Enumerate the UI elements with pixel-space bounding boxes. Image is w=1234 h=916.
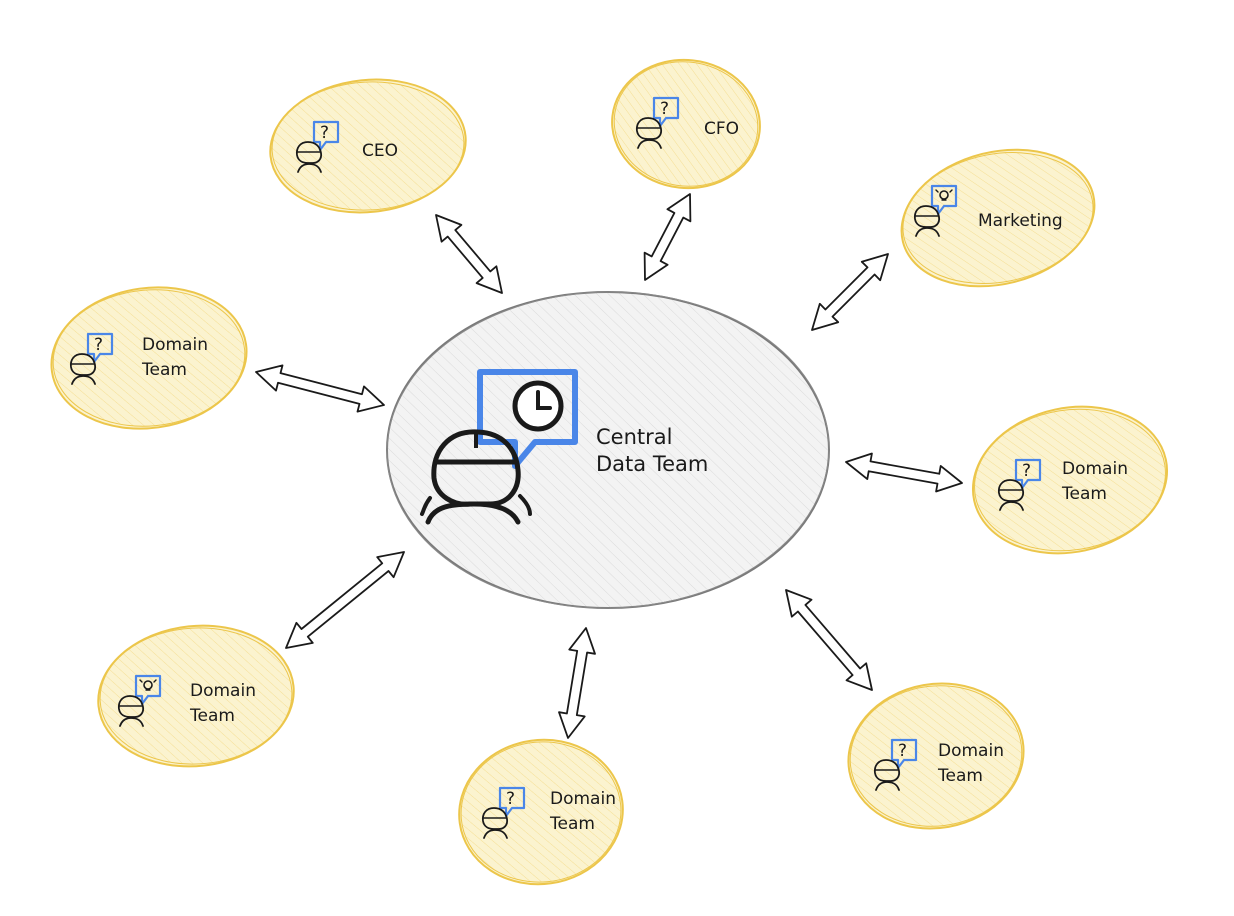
- stakeholder-label-line-1: CEO: [362, 141, 398, 161]
- stakeholder-label: CFO: [704, 119, 739, 139]
- arrows-layer: [255, 193, 963, 739]
- stakeholder-label-line-1: Domain: [190, 681, 256, 701]
- svg-text:?: ?: [898, 741, 907, 761]
- stakeholder-ellipse-hatch: [460, 741, 622, 883]
- central-data-team-node: Central Data Team: [386, 291, 830, 609]
- stakeholder-label-line-2: Team: [937, 766, 983, 786]
- person-clock-speech-icon: [420, 369, 578, 525]
- svg-text:?: ?: [660, 99, 669, 119]
- svg-text:?: ?: [1022, 461, 1031, 481]
- person-lightbulb-speech-icon: [913, 184, 958, 237]
- stakeholder-node-ceo: ? CEO: [269, 78, 467, 214]
- stakeholder-label-line-2: Team: [189, 706, 235, 726]
- double-arrow-icon: [255, 364, 385, 413]
- double-arrow-icon: [558, 627, 596, 739]
- stakeholder-ellipse-hatch: [99, 627, 293, 765]
- stakeholder-label-line-2: Team: [549, 814, 595, 834]
- stakeholder-label: Marketing: [978, 211, 1063, 231]
- double-arrow-icon: [811, 253, 889, 331]
- double-arrow-icon: [845, 452, 963, 493]
- central-label-line-2: Data Team: [596, 452, 708, 476]
- stakeholder-ellipse-hatch: [52, 289, 246, 427]
- stakeholder-label-line-1: Domain: [938, 741, 1004, 761]
- double-arrow-icon: [285, 551, 405, 649]
- stakeholder-node-cfo: ? CFO: [611, 58, 761, 190]
- person-question-speech-icon: ?: [69, 332, 114, 385]
- double-arrow-icon: [643, 193, 692, 281]
- stakeholder-ellipse-hatch: [613, 61, 759, 187]
- central-label-line-1: Central: [596, 425, 672, 449]
- stakeholder-label-line-1: Domain: [142, 335, 208, 355]
- person-question-speech-icon: ?: [997, 458, 1042, 511]
- svg-text:?: ?: [506, 789, 515, 809]
- central-label: Central Data Team: [596, 425, 708, 476]
- stakeholder-label: CEO: [362, 141, 398, 161]
- stakeholder-ellipse-hatch: [271, 81, 465, 211]
- central-ellipse-hatch: [386, 291, 830, 609]
- stakeholder-node-marketing: Marketing: [900, 148, 1096, 288]
- person-question-speech-icon: ?: [873, 738, 918, 791]
- stakeholder-label-line-2: Team: [141, 360, 187, 380]
- person-question-speech-icon: ?: [481, 786, 526, 839]
- person-question-speech-icon: ?: [635, 96, 680, 149]
- person-lightbulb-speech-icon: [117, 674, 162, 727]
- stakeholder-ellipse-hatch: [849, 685, 1023, 827]
- stakeholder-ellipse-hatch: [974, 408, 1166, 552]
- stakeholder-label-line-1: Marketing: [978, 211, 1063, 231]
- svg-text:?: ?: [94, 335, 103, 355]
- stakeholder-label-line-1: CFO: [704, 119, 739, 139]
- stakeholder-label-line-1: Domain: [550, 789, 616, 809]
- stakeholder-label-line-1: Domain: [1062, 459, 1128, 479]
- svg-text:?: ?: [320, 123, 329, 143]
- stakeholder-label-line-2: Team: [1061, 484, 1107, 504]
- person-question-speech-icon: ?: [295, 120, 340, 173]
- double-arrow-icon: [435, 214, 503, 294]
- double-arrow-icon: [785, 589, 873, 691]
